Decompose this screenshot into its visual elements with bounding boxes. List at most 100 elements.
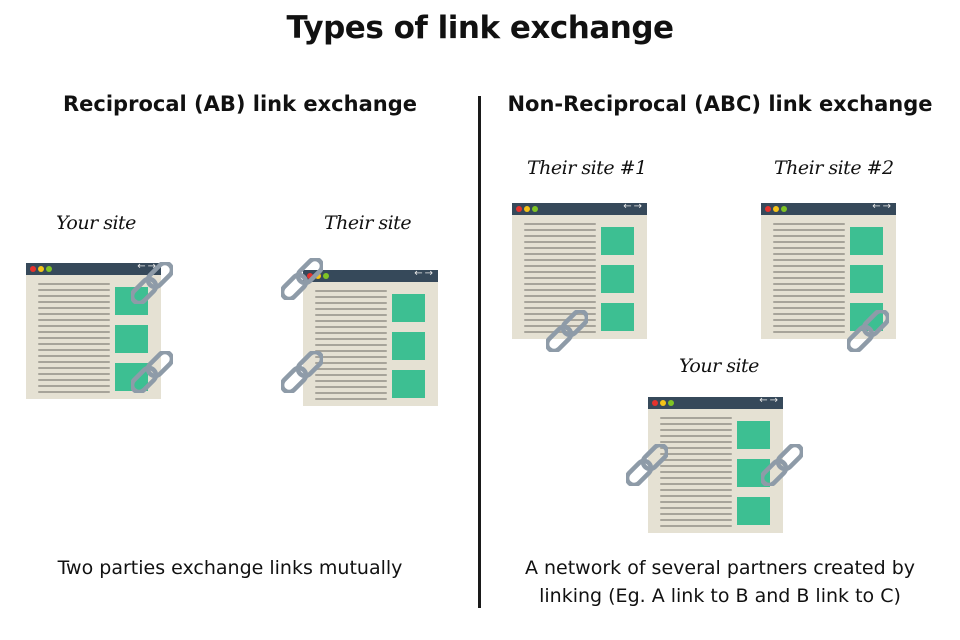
chain-link-icon [847, 310, 889, 352]
text-line [38, 283, 110, 285]
non-reciprocal-caption: A network of several partners created by… [488, 554, 952, 610]
chain-ring [560, 310, 588, 338]
text-line [524, 241, 596, 243]
content-block [115, 325, 148, 353]
text-line [660, 441, 732, 443]
text-line [315, 302, 387, 304]
text-line [773, 265, 845, 267]
text-line [315, 368, 387, 370]
text-line [660, 501, 732, 503]
text-line [38, 391, 110, 393]
text-line [315, 350, 387, 352]
text-line [315, 296, 387, 298]
text-line [773, 301, 845, 303]
text-line [773, 307, 845, 309]
text-line [38, 367, 110, 369]
chain-ring [847, 324, 875, 352]
text-line [773, 289, 845, 291]
text-line [524, 223, 596, 225]
text-line [524, 265, 596, 267]
chain-ring [640, 444, 668, 472]
text-line [524, 271, 596, 273]
chain-ring [761, 458, 789, 486]
text-line [315, 362, 387, 364]
window-dot [781, 206, 787, 212]
text-line [524, 229, 596, 231]
their-site-1-label: Their site #1 [527, 157, 647, 179]
text-line [38, 343, 110, 345]
chain-ring [775, 444, 803, 472]
chain-link-icon [131, 262, 173, 304]
text-line [524, 235, 596, 237]
text-line [660, 429, 732, 431]
text-line [38, 349, 110, 351]
text-line [38, 319, 110, 321]
text-line [315, 290, 387, 292]
content-block [601, 227, 634, 255]
text-line [660, 453, 732, 455]
text-line [660, 513, 732, 515]
text-line [660, 495, 732, 497]
nav-arrows-icon: ← → [872, 201, 891, 212]
browser-window-icon: ← → [512, 201, 647, 339]
content-block [392, 370, 425, 398]
text-line [660, 525, 732, 527]
content-block [850, 265, 883, 293]
text-line [38, 307, 110, 309]
text-line [315, 392, 387, 394]
text-line [38, 373, 110, 375]
content-block [392, 294, 425, 322]
nav-arrows-icon: ← → [623, 201, 642, 212]
text-line [38, 295, 110, 297]
text-line [38, 379, 110, 381]
chain-ring [546, 324, 574, 352]
text-line [38, 289, 110, 291]
section-divider [478, 96, 481, 608]
chain-ring [861, 310, 889, 338]
text-line [524, 307, 596, 309]
window-titlebar: ← → [648, 395, 783, 409]
text-line [38, 355, 110, 357]
window-dot [38, 266, 44, 272]
text-line [660, 507, 732, 509]
content-block [601, 303, 634, 331]
text-line [660, 447, 732, 449]
text-line [773, 241, 845, 243]
content-block [737, 421, 770, 449]
window-dot [532, 206, 538, 212]
chain-ring [295, 351, 323, 379]
non-reciprocal-caption-line-1: A network of several partners created by [524, 557, 916, 579]
text-line [315, 320, 387, 322]
page-title: Types of link exchange [286, 10, 674, 46]
text-line [315, 314, 387, 316]
chain-link-icon [281, 258, 323, 300]
reciprocal-caption: Two parties exchange links mutually [57, 557, 403, 579]
text-line [38, 337, 110, 339]
window-dot [652, 400, 658, 406]
text-line [524, 295, 596, 297]
text-line [660, 471, 732, 473]
window-dot [660, 400, 666, 406]
chain-ring [281, 272, 309, 300]
chain-link-icon [131, 351, 173, 393]
text-line [773, 313, 845, 315]
text-line [315, 338, 387, 340]
chain-ring [295, 258, 323, 286]
text-line [773, 283, 845, 285]
text-line [524, 319, 596, 321]
text-line [660, 465, 732, 467]
text-line [773, 259, 845, 261]
nav-arrows-icon: ← → [137, 261, 156, 272]
text-line [660, 423, 732, 425]
text-line [524, 247, 596, 249]
chain-ring [131, 276, 159, 304]
text-line [524, 277, 596, 279]
text-line [773, 247, 845, 249]
non-reciprocal-caption-line-2: linking (Eg. A link to B and B link to C… [539, 585, 901, 607]
text-line [524, 283, 596, 285]
your-site-label-abc: Your site [679, 355, 759, 377]
nav-arrows-icon: ← → [759, 395, 778, 406]
text-line [773, 229, 845, 231]
content-block [392, 332, 425, 360]
text-line [773, 319, 845, 321]
